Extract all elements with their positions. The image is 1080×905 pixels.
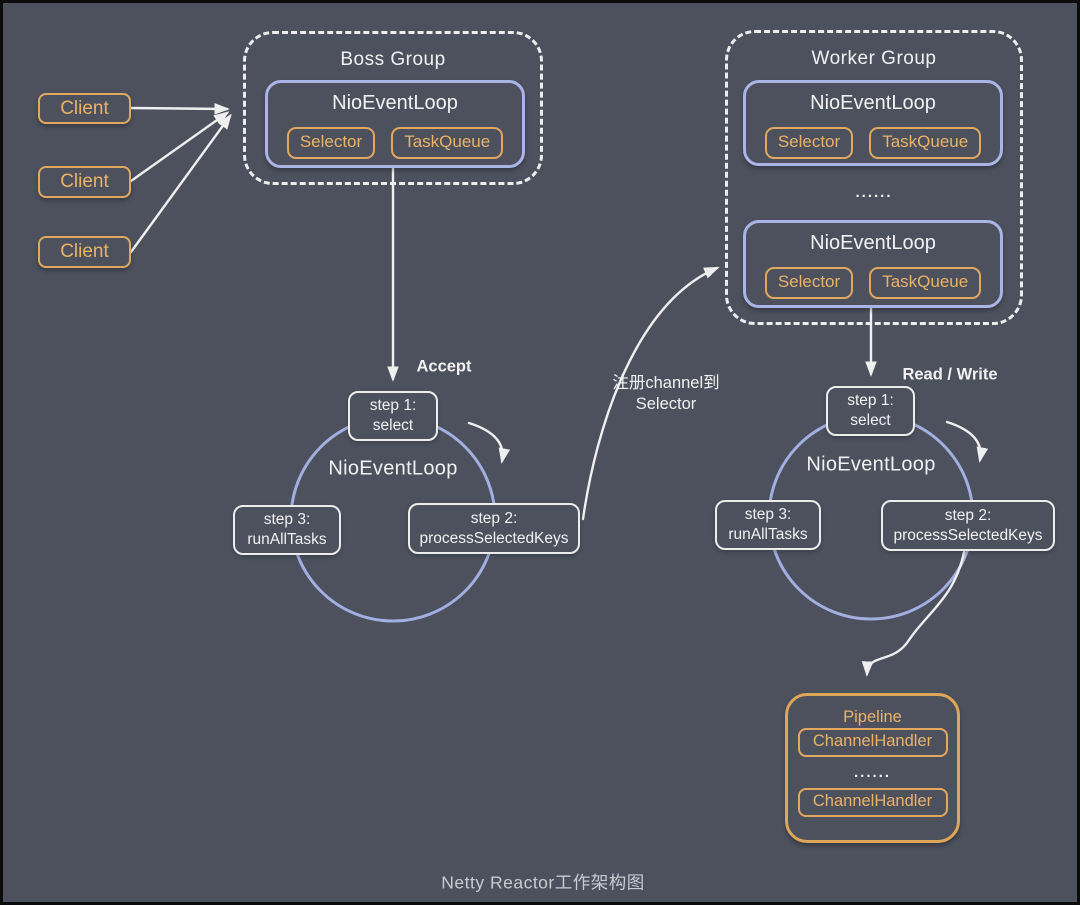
boss-step1-to-step2-arrow — [467, 421, 511, 464]
worker-selector-box: Selector — [764, 127, 854, 159]
worker-group-title: Worker Group — [811, 48, 937, 69]
worker-selector-box: Selector — [764, 267, 854, 299]
worker-group-ellipsis: ...... — [855, 184, 893, 201]
boss-taskqueue-box: TaskQueue — [391, 127, 504, 159]
boss-group-title: Boss Group — [340, 49, 446, 70]
worker-eventloop-box-1: NioEventLoop Selector TaskQueue — [743, 80, 1003, 166]
worker-group-container — [725, 30, 1023, 325]
channel-handler-box-2: ChannelHandler — [797, 788, 948, 817]
worker-eventloop-row: Selector TaskQueue — [764, 267, 982, 299]
worker-loop-label: NioEventLoop — [806, 453, 936, 476]
read-write-label: Read / Write — [902, 365, 998, 384]
pipeline-box: Pipeline ChannelHandler ...... ChannelHa… — [785, 693, 960, 843]
client-arrow-2 — [129, 111, 230, 183]
boss-step1-box: step 1: select — [348, 391, 438, 441]
client-label: Client — [60, 241, 109, 262]
worker-step3-box: step 3: runAllTasks — [715, 500, 821, 550]
client-box-3: Client — [38, 236, 131, 268]
boss-eventloop-title: NioEventLoop — [332, 92, 458, 114]
worker-eventloop-title: NioEventLoop — [810, 92, 936, 114]
client-arrow-3 — [129, 113, 232, 254]
diagram-caption: Netty Reactor工作架构图 — [441, 872, 645, 893]
channel-handler-box-1: ChannelHandler — [797, 728, 948, 757]
boss-selector-box: Selector — [286, 127, 376, 159]
accept-label: Accept — [416, 357, 472, 376]
pipeline-ellipsis: ...... — [853, 764, 891, 781]
worker-taskqueue-box: TaskQueue — [869, 267, 982, 299]
worker-step1-box: step 1: select — [826, 386, 915, 436]
worker-eventloop-title: NioEventLoop — [810, 232, 936, 254]
register-channel-label: 注册channel到 Selector — [612, 374, 720, 413]
worker-taskqueue-box: TaskQueue — [869, 127, 982, 159]
boss-eventloop-row: Selector TaskQueue — [286, 127, 504, 159]
client-label: Client — [60, 171, 109, 192]
worker-step1-to-step2-arrow — [945, 420, 989, 463]
client-label: Client — [60, 97, 109, 119]
step2-to-pipeline-curve — [861, 550, 966, 677]
client-box-1: Client — [38, 93, 131, 124]
boss-eventloop-box: NioEventLoop Selector TaskQueue — [265, 80, 525, 168]
worker-step2-box: step 2: processSelectedKeys — [881, 500, 1055, 551]
boss-step3-box: step 3: runAllTasks — [233, 505, 341, 555]
register-channel-curve — [581, 266, 720, 521]
worker-eventloop-row: Selector TaskQueue — [764, 127, 982, 159]
client-box-2: Client — [38, 166, 131, 198]
worker-eventloop-box-2: NioEventLoop Selector TaskQueue — [743, 220, 1003, 308]
client-arrow-1 — [129, 103, 230, 115]
pipeline-title: Pipeline — [843, 708, 902, 726]
boss-loop-label: NioEventLoop — [328, 457, 458, 480]
boss-step2-box: step 2: processSelectedKeys — [408, 503, 580, 554]
